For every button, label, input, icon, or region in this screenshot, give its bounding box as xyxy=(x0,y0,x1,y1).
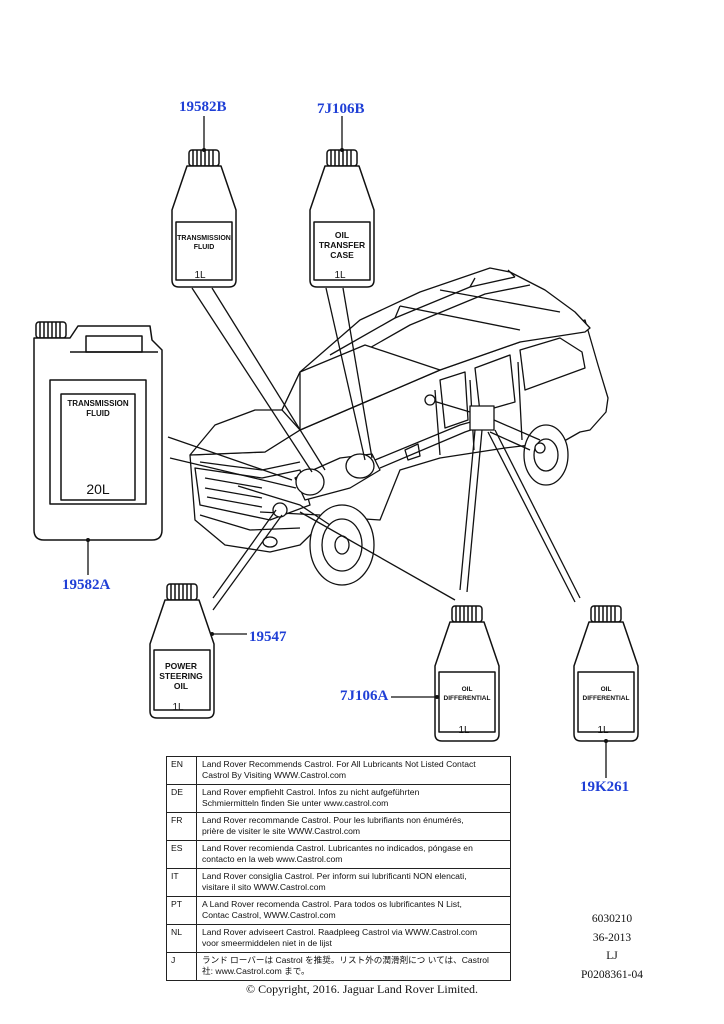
bottle-label-line3: CASE xyxy=(330,250,354,260)
language-row: IT Land Rover consiglia Castrol. Per info… xyxy=(166,868,511,897)
language-text-line2: prière de visiter le site WWW.Castrol.co… xyxy=(202,825,361,836)
castrol-recommendation-table: EN Land Rover Recommends Castrol. For All… xyxy=(166,756,511,981)
language-text-line2: Contac Castrol, WWW.Castrol.com xyxy=(202,909,336,920)
bottle-label-line3: OIL xyxy=(174,681,188,691)
reference-code: 36-2013 xyxy=(592,931,632,944)
bottle-transmission-fluid-1l: TRANSMISSION FLUID 1L xyxy=(171,149,237,288)
bottle-label-line2: DIFFERENTIAL xyxy=(444,695,491,702)
bottle-label-line2: STEERING xyxy=(159,671,203,681)
reference-code: LJ xyxy=(606,950,618,962)
callout-7J106A[interactable]: 7J106A xyxy=(340,688,389,704)
jerrycan-transmission-fluid-20l: TRANSMISSION FLUID 20L xyxy=(33,321,163,541)
callout-19547[interactable]: 19547 xyxy=(249,629,287,645)
bottle-volume: 1L xyxy=(172,702,184,713)
callout-19582B[interactable]: 19582B xyxy=(179,99,227,115)
language-code: IT xyxy=(166,868,197,897)
callout-19582A[interactable]: 19582A xyxy=(62,577,111,593)
language-text-line1: Land Rover empfiehlt Castrol. Infos zu n… xyxy=(202,787,420,797)
copyright-notice: © Copyright, 2016. Jaguar Land Rover Lim… xyxy=(245,982,479,996)
language-row: ES Land Rover recomienda Castrol. Lubrica… xyxy=(166,840,511,869)
language-text: Land Rover empfiehlt Castrol. Infos zu n… xyxy=(196,784,511,813)
bottle-label-line1: OIL xyxy=(335,230,349,240)
bottle-label-line1: POWER xyxy=(165,661,197,671)
reference-code: P0208361-04 xyxy=(581,968,643,981)
reference-code: 6030210 xyxy=(591,913,633,925)
language-code: FR xyxy=(166,812,197,841)
leader-dots xyxy=(86,148,608,743)
bottle-volume: 1L xyxy=(194,270,206,281)
bottle-oil-differential-rear-1l: OIL DIFFERENTIAL 1L xyxy=(573,605,639,742)
language-text: Land Rover recommande Castrol. Pour les … xyxy=(196,812,511,841)
language-row: PT A Land Rover recomenda Castrol. Para t… xyxy=(166,896,511,925)
bottle-label-line2: DIFFERENTIAL xyxy=(583,695,630,702)
language-row: NL Land Rover adviseert Castrol. Raadplee… xyxy=(166,924,511,953)
language-text: Land Rover adviseert Castrol. Raadpleeg … xyxy=(196,924,511,953)
language-text-line2: visitare il sito WWW.Castrol.com xyxy=(202,881,326,892)
bottle-label-line2: TRANSFER xyxy=(319,240,365,250)
bottle-power-steering-oil-1l: POWER STEERING OIL 1L xyxy=(149,583,215,719)
language-row: FR Land Rover recommande Castrol. Pour le… xyxy=(166,812,511,841)
language-text-line2: 社: www.Castrol.com まで。 xyxy=(202,965,310,976)
language-text-line2: Castrol By Visiting WWW.Castrol.com xyxy=(202,769,347,780)
jerrycan-label-line1: TRANSMISSION xyxy=(67,399,129,408)
language-code: DE xyxy=(166,784,197,813)
language-code: ES xyxy=(166,840,197,869)
language-text: Land Rover consiglia Castrol. Per inform… xyxy=(196,868,511,897)
jerrycan-label-line2: FLUID xyxy=(86,409,110,418)
bottle-volume: 1L xyxy=(334,270,346,281)
language-text-line2: Schmiermitteln finden Sie unter www.cast… xyxy=(202,797,389,808)
language-row: EN Land Rover Recommends Castrol. For All… xyxy=(166,756,511,785)
language-row: DE Land Rover empfiehlt Castrol. Infos zu… xyxy=(166,784,511,813)
callout-19K261[interactable]: 19K261 xyxy=(580,779,630,795)
reference-codes: 6030210 36-2013 LJ P0208361-04 xyxy=(580,910,644,984)
language-text-line1: Land Rover Recommends Castrol. For All L… xyxy=(202,759,476,769)
language-text: Land Rover Recommends Castrol. For All L… xyxy=(196,756,511,785)
bottle-label-line2: FLUID xyxy=(194,244,215,251)
language-text-line1: Land Rover recomienda Castrol. Lubricant… xyxy=(202,843,473,853)
jerrycan-volume: 20L xyxy=(86,481,110,497)
language-text-line2: voor smeermiddelen niet in de lijst xyxy=(202,937,332,948)
language-code: NL xyxy=(166,924,197,953)
callout-7J106B[interactable]: 7J106B xyxy=(317,101,365,117)
bottle-label-line1: OIL xyxy=(601,686,612,693)
language-text-line1: ランド ローバーは Castrol を推奨。リスト外の潤滑剤につ いては、Cas… xyxy=(202,955,489,965)
language-code: EN xyxy=(166,756,197,785)
bottle-oil-differential-front-1l: OIL DIFFERENTIAL 1L xyxy=(434,605,500,742)
bottle-volume: 1L xyxy=(597,725,609,736)
bottle-oil-transfer-case-1l: OIL TRANSFER CASE 1L xyxy=(309,149,375,288)
bottle-label-line1: OIL xyxy=(462,686,473,693)
language-code: PT xyxy=(166,896,197,925)
language-text-line1: Land Rover recommande Castrol. Pour les … xyxy=(202,815,464,825)
language-text-line2: contacto en la web www.Castrol.com xyxy=(202,853,343,864)
language-code: J xyxy=(166,952,197,981)
language-text: ランド ローバーは Castrol を推奨。リスト外の潤滑剤につ いては、Cas… xyxy=(196,952,511,981)
language-row: J ランド ローバーは Castrol を推奨。リスト外の潤滑剤につ いては、Ca… xyxy=(166,952,511,981)
language-text-line1: A Land Rover recomenda Castrol. Para tod… xyxy=(202,899,462,909)
language-text-line1: Land Rover consiglia Castrol. Per inform… xyxy=(202,871,467,881)
bottle-label-line1: TRANSMISSION xyxy=(177,235,231,242)
language-text-line1: Land Rover adviseert Castrol. Raadpleeg … xyxy=(202,927,478,937)
vehicle-illustration xyxy=(189,267,609,586)
language-text: A Land Rover recomenda Castrol. Para tod… xyxy=(196,896,511,925)
language-text: Land Rover recomienda Castrol. Lubricant… xyxy=(196,840,511,869)
leader-lines xyxy=(87,116,607,778)
bottle-volume: 1L xyxy=(458,725,470,736)
